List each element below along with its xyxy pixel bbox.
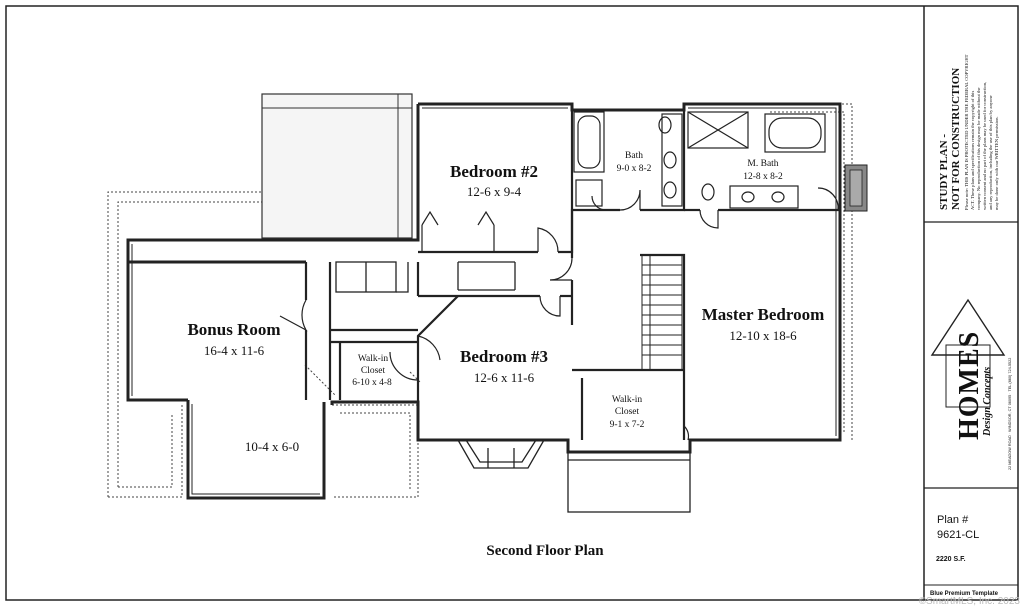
- door-swings: [279, 187, 839, 441]
- bedroom2-size: 12-6 x 9-4: [467, 184, 522, 199]
- plan-label: Plan #: [937, 514, 969, 526]
- staircase: [641, 254, 683, 371]
- master-size: 12-10 x 18-6: [729, 328, 797, 343]
- walkin2-size: 9-1 x 7-2: [610, 420, 645, 430]
- notice-line-2: ACT. These plans and specifications rema…: [970, 91, 975, 210]
- notice-line-3: company. No reproduction of this design …: [976, 87, 981, 210]
- lower-size: 10-4 x 6-0: [245, 439, 299, 454]
- bath-name: Bath: [625, 151, 643, 161]
- bay-windows: [457, 439, 691, 513]
- mbath-name: M. Bath: [747, 159, 778, 169]
- page-border: [5, 5, 1019, 601]
- interior-walls: [304, 104, 840, 440]
- plan-title: Second Floor Plan: [486, 543, 604, 559]
- walkin2-name2: Closet: [615, 407, 640, 417]
- lower-roof: [261, 93, 413, 239]
- logo-sub: Design Concepts: [982, 367, 993, 437]
- template-name: Blue Premium Template: [930, 591, 999, 597]
- study-plan-line2: NOT FOR CONSTRUCTION: [950, 68, 962, 210]
- walkin2-name1: Walk-in: [612, 395, 643, 405]
- mbath-size: 12-8 x 8-2: [743, 172, 783, 182]
- logo-text: HOMES: [954, 331, 985, 440]
- notice-line-6: may be done only with our WRITTEN permis…: [994, 116, 999, 210]
- bedroom3-size: 12-6 x 11-6: [474, 370, 535, 385]
- walkin1-name1: Walk-in: [358, 354, 389, 364]
- notice-line-5: and any reproduction, including the use …: [988, 95, 994, 210]
- bedroom3-name: Bedroom #3: [460, 347, 548, 366]
- bonus-size: 16-4 x 11-6: [204, 343, 265, 358]
- notice-line-4: written consent and no part of the plans…: [982, 82, 988, 210]
- walkin1-name2: Closet: [361, 366, 386, 376]
- bath-size: 9-0 x 8-2: [617, 164, 652, 174]
- company-logo: HOMES Design Concepts 22 MEADOW ROAD · W…: [930, 298, 1012, 470]
- company-address: 22 MEADOW ROAD · WINDSOR, CT 06095 · TEL…: [1008, 358, 1012, 470]
- bonus-name: Bonus Room: [187, 320, 280, 339]
- square-feet: 2220 S.F.: [936, 556, 966, 563]
- room-labels: Bedroom #2 12-6 x 9-4 Bath 9-0 x 8-2 M. …: [187, 151, 824, 454]
- watermark: ©SmartMLS, Inc. 2023: [919, 596, 1021, 607]
- linen-closet: [335, 261, 516, 293]
- notice-line-1: Please note: THIS PLAN IS PROTECTED UNDE…: [964, 54, 969, 210]
- plan-info: Plan # 9621-CL 2220 S.F. Blue Premium Te…: [930, 514, 999, 597]
- bedroom2-name: Bedroom #2: [450, 162, 538, 181]
- study-plan-line1: STUDY PLAN -: [938, 134, 950, 210]
- plan-number: 9621-CL: [937, 529, 979, 541]
- copyright-notice: STUDY PLAN - NOT FOR CONSTRUCTION Please…: [938, 54, 999, 210]
- walkin1-size: 6-10 x 4-8: [352, 378, 392, 388]
- chimney: [844, 164, 868, 212]
- roof-outline: [107, 103, 853, 498]
- bath-fixtures: [573, 111, 826, 209]
- master-name: Master Bedroom: [702, 305, 825, 324]
